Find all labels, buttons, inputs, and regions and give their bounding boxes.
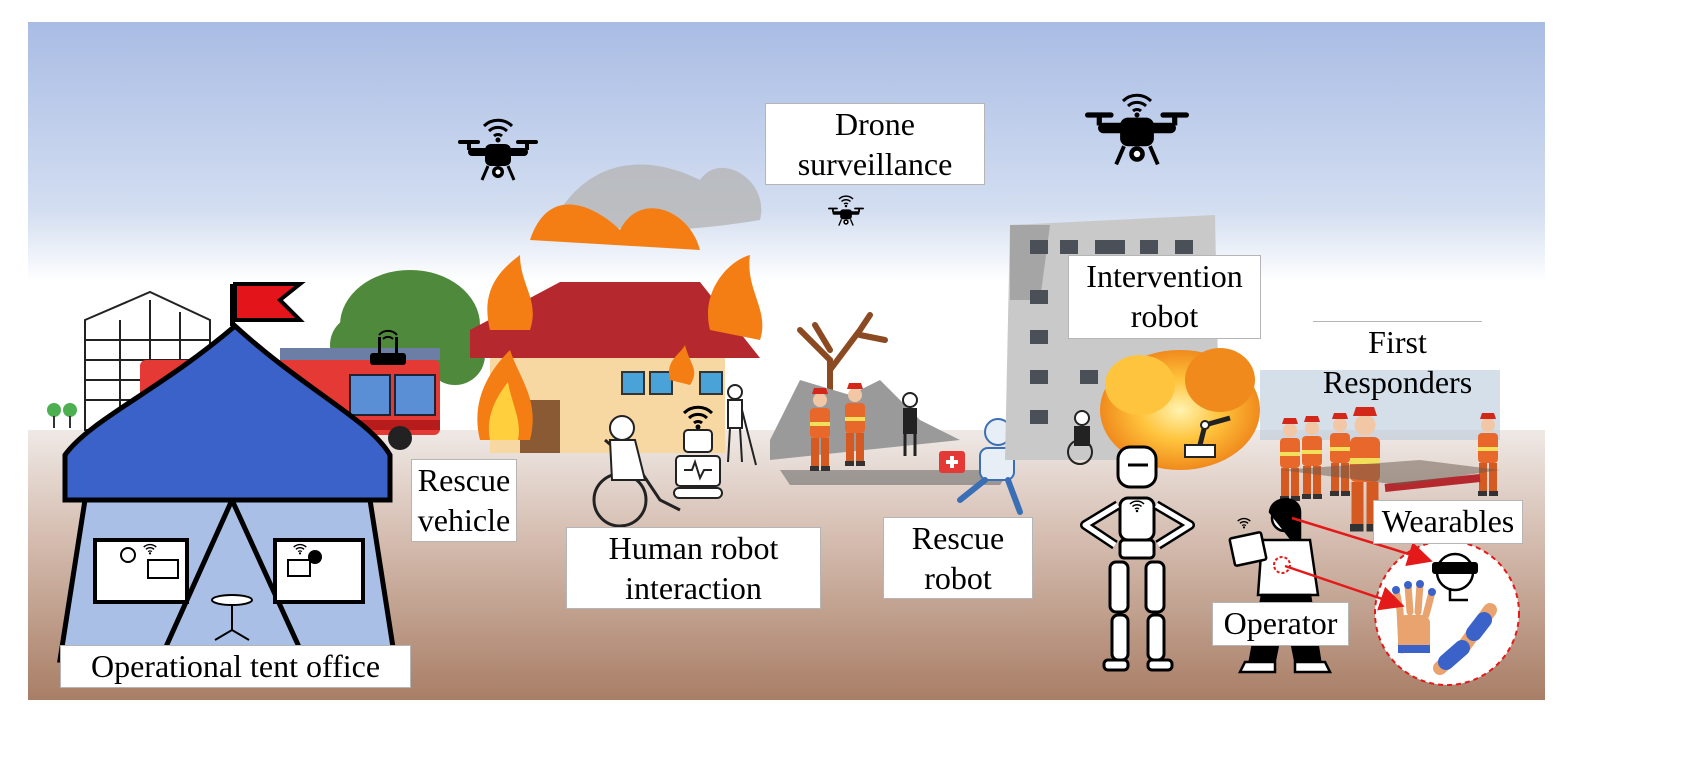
wheelchair-icon: [592, 415, 681, 528]
robot-arm-icon: [1184, 415, 1231, 458]
laptop-icon: [1228, 531, 1268, 567]
first-responders-group: [1260, 370, 1500, 532]
medkit-icon: [939, 451, 965, 473]
arrow-to-headset: [1291, 516, 1433, 567]
arm-sleeve-icon: [1433, 603, 1497, 675]
dead-tree-icon: [797, 312, 888, 423]
pedestrian-figure: [902, 392, 918, 456]
explosion-icon: [1100, 348, 1260, 470]
wheelchair-icon: [1067, 410, 1093, 465]
label-operator: Operator: [1212, 602, 1349, 646]
operational-tent: [57, 282, 398, 663]
label-wearables: Wearables: [1373, 500, 1523, 544]
tree-icon: [47, 403, 77, 428]
pedestrian-figure: [727, 384, 757, 466]
vr-headset-icon: [1432, 552, 1478, 602]
wearables-circle: [1374, 540, 1520, 686]
robot-icon: [673, 405, 723, 499]
robot-icon: [1080, 445, 1195, 672]
label-operational-tent-office: Operational tent office: [60, 645, 411, 688]
router-icon: [370, 329, 406, 365]
arrow-to-glove: [1284, 564, 1405, 611]
